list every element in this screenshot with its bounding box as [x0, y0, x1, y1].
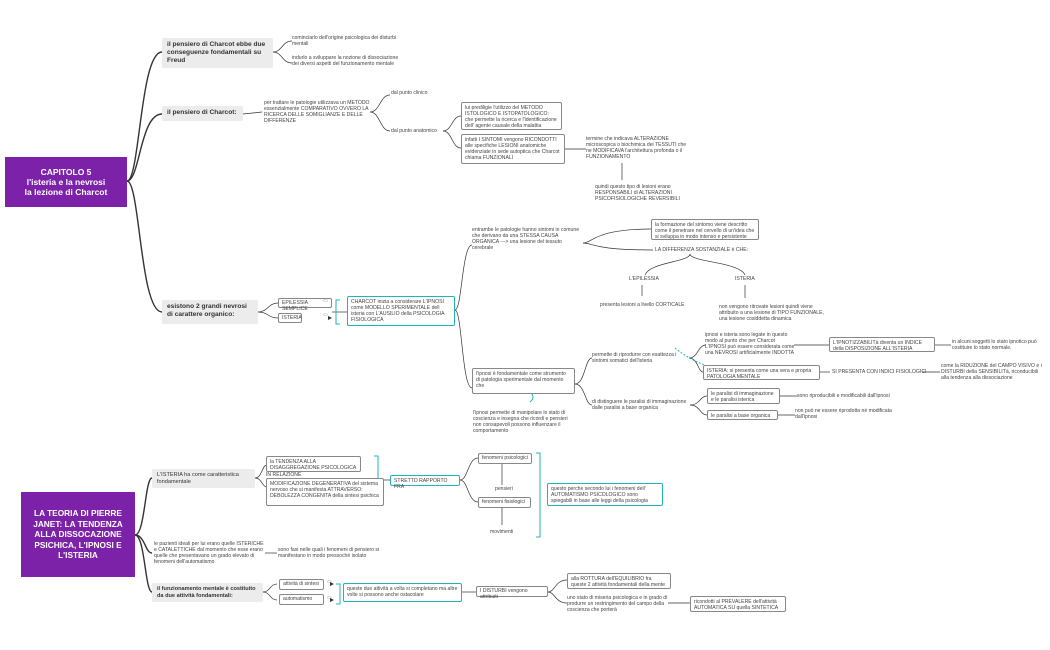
box-charcot-hypnosis-model[interactable]: CHARCOT inizia a considerare L'IPNOSI co…	[347, 296, 455, 326]
text-comparative-method: per trattare le patologie utilizzava un …	[264, 100, 370, 125]
box-degenerative[interactable]: MODIFICAZIONE DEGENERATIVA del sistema n…	[266, 478, 384, 506]
text-not-reproducible: non può ne essere riprodotta né modifica…	[795, 408, 892, 421]
text-distinguish-paralysis: di distinguere le paralisi di immaginazi…	[592, 399, 687, 412]
text-dissociation-notion: indurlo a sviluppare la nozione di disso…	[292, 55, 399, 68]
text-epilepsy-label: L'EPILESSIA	[629, 276, 659, 282]
node-two-neuroses[interactable]: esistono 2 grandi nevrosi di carattere o…	[162, 300, 258, 324]
text-reversible-lesions: quindi questo tipo di lesioni erano RESP…	[595, 184, 680, 203]
collapse-indicator-icon[interactable]: ▭	[327, 595, 332, 601]
text-clinical-point: dal punto clinico	[391, 90, 428, 96]
box-strict-relation[interactable]: STRETTO RAPPORTO FRA	[390, 475, 460, 490]
box-disaggregation[interactable]: la TENDENZA ALLA DISAGGREGAZIONE PSICOLO…	[266, 456, 361, 472]
text-hysteria-label: ISTERIA	[735, 276, 755, 282]
text-reproducible: sono riproducibili e modificabili dall'i…	[797, 393, 890, 399]
box-hysteria[interactable]: ISTERIA	[278, 313, 302, 323]
box-symptom-formation[interactable]: la formazione del sintomo viene descritt…	[651, 219, 759, 240]
box-automatism[interactable]: automatismo	[279, 594, 324, 605]
box-equilibrium-rupture[interactable]: alla ROTTURA dell'EQUILIBRIO fra queste …	[567, 573, 671, 589]
box-disturbances[interactable]: I DISTURBI vengono attribuiti	[476, 586, 548, 600]
box-synthesis-activity[interactable]: attività di sintesi	[279, 579, 324, 590]
root-janet[interactable]: LA TEORIA DI PIERRE JANET: LA TENDENZA A…	[21, 492, 135, 577]
text-normal-state: in alcuni soggetti lo stato ipnotico può…	[952, 339, 1037, 352]
box-epilepsy[interactable]: EPILESSIA SEMPLICE	[278, 298, 332, 312]
text-common-symptoms: entrambe le patologie hanno sintomi in c…	[472, 227, 580, 252]
node-mental-functioning[interactable]: il funzionamento mentale è costituito da…	[152, 583, 263, 602]
text-substantial-difference: LA DIFFERENZA SOSTANZIALE è CHE:	[655, 247, 749, 253]
text-hypnosis-neurosis: ipnosi e isteria sono legate in questo m…	[705, 332, 795, 357]
text-visual-field: come la RIDUZIONE del CAMPO VISIVO e i D…	[941, 363, 1042, 382]
node-charcot-thought[interactable]: il pensiero di Charcot:	[162, 106, 243, 121]
text-physiological-indices: SI PRESENTA CON INDICI FISIOLOGICI	[832, 369, 927, 375]
text-ideal-patients: le pazienti ideali per lui erano quelle …	[154, 541, 264, 566]
box-hypnotizability[interactable]: L'IPNOTIZZABILITà diventa un INDICE dell…	[829, 337, 935, 352]
box-imagination-paralysis[interactable]: le paralisi di immaginazione e le parali…	[707, 388, 780, 404]
text-anatomical-point: dal punto anatomico	[391, 128, 437, 134]
box-two-activities[interactable]: queste due attività a volta si completan…	[343, 583, 462, 602]
box-histological-method[interactable]: lui prediligie l'utilizzo del METODO IST…	[461, 102, 562, 130]
box-mental-pathology[interactable]: ISTERIA: si presenta come una vera e pro…	[703, 365, 820, 380]
text-reproduce-symptoms: permette di riprodurre con esattezza i s…	[592, 352, 677, 365]
text-cortical-lesions: presenta lesioni a livello CORTICALE	[600, 302, 685, 308]
box-organic-paralysis[interactable]: le paralisi a base organica	[707, 410, 778, 420]
node-hysteria-characteristic[interactable]: L'ISTERIA ha come caratteristica fondame…	[152, 469, 255, 488]
text-movements: movimenti	[490, 529, 514, 535]
box-psych-automatism[interactable]: questo perche secondo lui i fenomeni del…	[547, 483, 663, 506]
text-hypnosis-consciousness: l'ipnosi permette di manipolare lo stato…	[473, 410, 568, 435]
node-charcot-consequences[interactable]: il pensiero di Charcot ebbe due consegue…	[162, 38, 273, 68]
box-psych-phenomena[interactable]: fenomeni psicologici	[478, 453, 532, 464]
text-relation-head: IN RELAZIONE	[266, 472, 302, 478]
text-alteration-term: termine che indicava ALTERAZIONE microsc…	[586, 136, 687, 161]
text-psych-misery: uno stato di miseria psicologica e in gr…	[567, 595, 668, 614]
root-charcot[interactable]: CAPITOLO 5 l'isteria e la nevrosi la lez…	[5, 157, 127, 207]
box-physio-phenomena[interactable]: fenomeni fisiologici	[478, 497, 531, 508]
collapse-indicator-icon[interactable]: ▭	[323, 312, 328, 318]
box-hypnosis-fundamental[interactable]: l'ipnosi è fondamentale come strumento d…	[472, 368, 575, 394]
box-symptoms-lesions[interactable]: infatti I SINTOMI vengono RICONDOTTI all…	[461, 134, 565, 164]
text-isolated-phases: sono fasi nelle quali i fenomeni di pens…	[278, 547, 380, 560]
box-automatic-prevail[interactable]: ricondotti al PREVALERE dell'attività AU…	[690, 596, 786, 612]
text-psychological-origin: cominciarlo dell'origine psicologica dei…	[292, 35, 397, 48]
text-functional-lesion: non vengono ritrovate lesioni quindi vie…	[719, 304, 824, 323]
collapse-indicator-icon[interactable]: ▭	[327, 579, 332, 585]
collapse-indicator-icon[interactable]: ▭	[323, 298, 328, 304]
text-thoughts: pensieri	[495, 486, 513, 492]
